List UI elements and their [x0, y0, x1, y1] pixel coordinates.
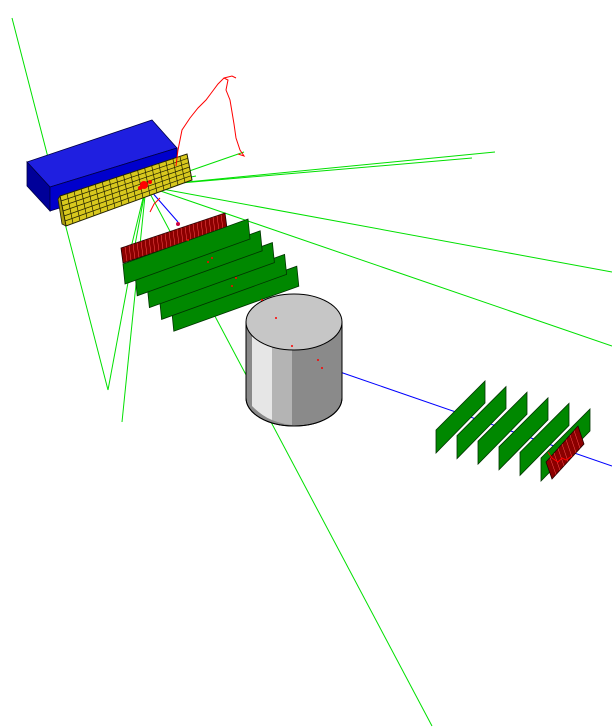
hit-dot: [187, 239, 189, 241]
scintillator-stripe: [160, 234, 164, 250]
scintillator-stripe: [176, 229, 180, 245]
crystal-array: [57, 153, 193, 227]
scintillator-stripe: [180, 227, 184, 243]
scintillator-stripe: [196, 222, 200, 238]
cylinder-top-face: [245, 293, 343, 351]
hit-dot: [207, 261, 209, 263]
cylinder-outline: [245, 322, 343, 427]
hit-dot: [291, 345, 293, 347]
scintillator-stripe: [569, 434, 577, 453]
scintillator-stripe: [561, 443, 569, 462]
track-5: [145, 185, 612, 273]
scintillator-bar-1-grid: [124, 214, 224, 262]
track-7: [145, 151, 496, 187]
tracker-plane-downstream: [477, 391, 528, 466]
crystal-row-line: [62, 166, 190, 212]
scintillator-stripe: [148, 238, 152, 254]
scintillator-stripe: [136, 242, 140, 258]
target-cylinder: [245, 293, 343, 427]
scintillator-stripe: [188, 225, 192, 241]
scintillator-stripe: [172, 230, 176, 246]
track-3: [121, 185, 147, 423]
vertex-hits: [138, 180, 180, 226]
track-6: [145, 185, 612, 347]
track-8: [145, 157, 473, 187]
scintillator-stripe: [192, 223, 196, 239]
tracker-plane-downstream: [456, 385, 507, 460]
upstream-tracker-planes: [122, 218, 300, 332]
hit-dot: [321, 367, 323, 369]
tracker-plane-upstream: [122, 218, 251, 285]
scintillator-bar-2-grid: [549, 430, 581, 475]
scintillator-stripe: [200, 221, 204, 237]
curly-track-tip: [223, 75, 237, 79]
curly-track: [175, 77, 246, 167]
scintillator-stripe: [212, 217, 216, 233]
scintillator-stripe: [573, 430, 581, 449]
scintillator-stripe: [184, 226, 188, 242]
scintillator-stripe: [132, 243, 136, 259]
tracker-plane-downstream: [435, 380, 486, 454]
scintillator-stripe: [557, 448, 565, 466]
hit-dot: [235, 277, 237, 279]
primary-vertex: [140, 181, 148, 189]
track-2: [107, 185, 147, 391]
scintillator-stripe: [565, 439, 573, 458]
red-tracks: [149, 75, 573, 463]
hit-3: [176, 222, 180, 226]
scintillator-stripe: [204, 219, 208, 235]
hit-dot: [261, 299, 263, 301]
cylinder-midtone: [272, 342, 292, 425]
scintillator-stripe: [124, 246, 128, 262]
tracker-plane-downstream: [519, 402, 570, 477]
hit-dot: [231, 285, 233, 287]
scintillator-stripe: [220, 214, 224, 230]
scintillator-stripe: [168, 231, 172, 247]
scintillator-stripe: [208, 218, 212, 234]
hit-2: [138, 186, 142, 190]
scintillator-stripe: [549, 457, 557, 475]
scintillator-stripe: [156, 235, 160, 251]
downstream-tracker-planes: [435, 380, 591, 482]
downstream-curl: [547, 451, 573, 463]
scintillator-stripe: [140, 241, 144, 257]
tracker-plane-downstream: [498, 396, 549, 471]
short-red-segment: [149, 197, 161, 213]
crystal-row-line: [64, 175, 192, 222]
scintillator-stripe: [164, 233, 168, 249]
scintillator-stripe: [152, 237, 156, 253]
crystal-row-line: [63, 171, 191, 217]
hit-dot: [211, 257, 213, 259]
track-hit-dots: [187, 239, 323, 369]
downstream-scintillator: [545, 425, 585, 480]
hit-1: [148, 180, 152, 184]
hit-dot: [275, 317, 277, 319]
scintillator-stripe: [216, 215, 220, 231]
scintillator-stripe: [128, 245, 132, 261]
crystal-row-line: [60, 158, 188, 202]
crystal-row-line: [61, 162, 189, 207]
crystal-grid-lines: [60, 156, 192, 224]
hit-dot: [317, 359, 319, 361]
scintillator-stripe: [144, 239, 148, 255]
cylinder-highlight: [252, 336, 272, 420]
beam-incoming: [149, 189, 179, 223]
